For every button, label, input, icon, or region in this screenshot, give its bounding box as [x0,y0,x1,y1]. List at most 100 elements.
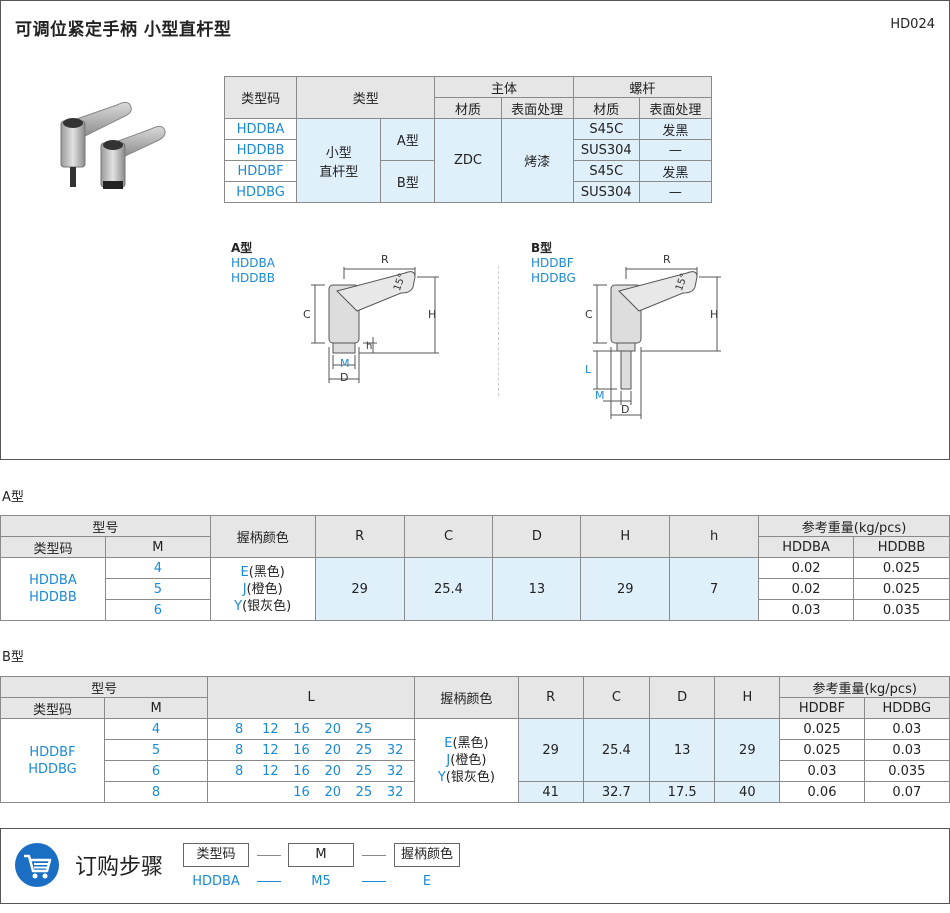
dim-d: D [340,371,348,384]
ta-h-small: 7 [669,557,760,621]
table-a: 型号 握柄颜色 R C D H h 参考重量(kg/pcs) 类型码 M HDD… [0,515,950,621]
spec-header-material: 材质 [434,97,502,119]
dim-m: M [340,357,350,370]
ta-header-h-small: h [669,515,760,558]
color-name: (银灰色) [242,598,292,614]
tb-l-value [255,785,285,800]
tb-l-value: 12 [262,721,279,737]
tb-l-value: 20 [324,763,341,779]
spec-body-surface: 烤漆 [500,118,574,203]
tb-l-value: 20 [324,742,341,758]
ta-c: 25.4 [403,557,494,621]
tb-header-m: M [103,697,209,719]
spec-screw-material: S45C [572,118,640,140]
color-key: Y [437,770,446,785]
color-name: (黑色) [452,736,489,751]
tb-d: 17.5 [648,781,716,803]
tb-l-value [224,785,254,800]
tb-codes: HDDBF HDDBG [0,718,105,803]
tb-l-value: 8 [235,763,244,779]
tb-d: 13 [648,718,716,782]
ta-m: 5 [104,578,211,600]
drawing-b: R C H L M D 15° [585,253,721,419]
drawing-divider [498,266,499,396]
ta-w2: 0.025 [853,557,950,579]
spec-code: HDDBG [223,181,298,203]
tb-l-value: 25 [355,763,373,779]
spec-screw-surface: — [638,181,713,203]
drawing-b-type: B型 [531,241,553,255]
dim-r: R [381,253,389,266]
tb-m: 6 [103,760,209,782]
tb-l-value [380,722,410,737]
color-key: J [242,581,247,597]
color-name: (银灰色) [445,770,495,785]
tb-w2: 0.035 [863,760,950,782]
ta-w1: 0.02 [758,557,855,579]
spec-code: HDDBA [223,118,298,140]
tb-l-value: 25 [355,721,373,737]
tb-header-d: D [648,676,716,719]
tb-l-value: 8 [235,742,244,758]
tb-l-value: 16 [293,721,310,737]
order-separator [362,881,386,882]
spec-header-screw: 螺杆 [572,76,713,98]
color-name: (橙色) [246,581,283,597]
tb-header-r: R [517,676,584,719]
tb-header-w1: HDDBF [779,697,865,719]
product-photo [60,101,166,189]
tb-w1: 0.03 [779,760,865,782]
spec-screw-surface: 发黑 [638,160,713,182]
tb-l-value: 12 [262,742,279,758]
ta-header-color: 握柄颜色 [209,515,316,558]
tb-header-l: L [207,676,416,719]
ta-header-typecode: 类型码 [0,536,106,558]
ta-header-d: D [492,515,582,558]
tb-l-value: 25 [355,784,373,800]
spec-screw-surface: 发黑 [638,118,713,140]
ta-w2: 0.035 [853,599,950,621]
ta-header-model: 型号 [0,515,211,537]
tb-colors: E(黑色) J(橙色) Y(银灰色) [414,718,519,803]
tb-c: 25.4 [582,718,651,782]
order-box-m: M [288,843,354,867]
ta-w1: 0.02 [758,578,855,600]
spec-code: HDDBB [223,139,298,161]
order-box-color: 握柄颜色 [394,843,460,867]
ta-codes: HDDBA HDDBB [0,557,106,621]
tb-l-value: 32 [386,784,404,800]
ta-header-weight: 参考重量(kg/pcs) [758,515,950,537]
color-key: Y [234,598,243,614]
page-title: 可调位紧定手柄 小型直杆型 [15,20,232,40]
product-code: HD024 [890,17,935,32]
spec-header-body: 主体 [434,76,574,98]
tb-l-value: 32 [386,763,404,779]
tb-h: 40 [714,781,781,803]
drawing-a: R C H M D h 15° [303,253,439,384]
ta-colors: E(黑色) J(橙色) Y(银灰色) [209,557,316,621]
spec-table: 类型码 类型 主体 螺杆 材质 表面处理 材质 表面处理 HDDBA 小型 直杆… [223,76,713,203]
table-b: 型号 L 握柄颜色 R C D H 参考重量(kg/pcs) 类型码 M HDD… [0,676,950,803]
spec-screw-material: SUS304 [572,181,640,203]
tb-w2: 0.03 [863,718,950,740]
order-separator [362,855,386,856]
tb-w2: 0.07 [863,781,950,803]
tb-l-value: 12 [262,763,279,779]
ta-h: 29 [580,557,671,621]
tb-l-value: 25 [355,742,373,758]
order-value-color: E [422,874,432,889]
spec-header-material2: 材质 [572,97,640,119]
drawing-b-code: HDDBF [531,256,574,270]
tb-header-c: C [582,676,651,719]
tb-l-value: 32 [386,742,404,758]
order-value-typecode: HDDBA [192,874,240,889]
tb-header-color: 握柄颜色 [414,676,519,719]
tb-header-model: 型号 [0,676,209,698]
section-a-label: A型 [2,490,24,505]
tb-w1: 0.025 [779,739,865,761]
ta-header-c: C [403,515,494,558]
